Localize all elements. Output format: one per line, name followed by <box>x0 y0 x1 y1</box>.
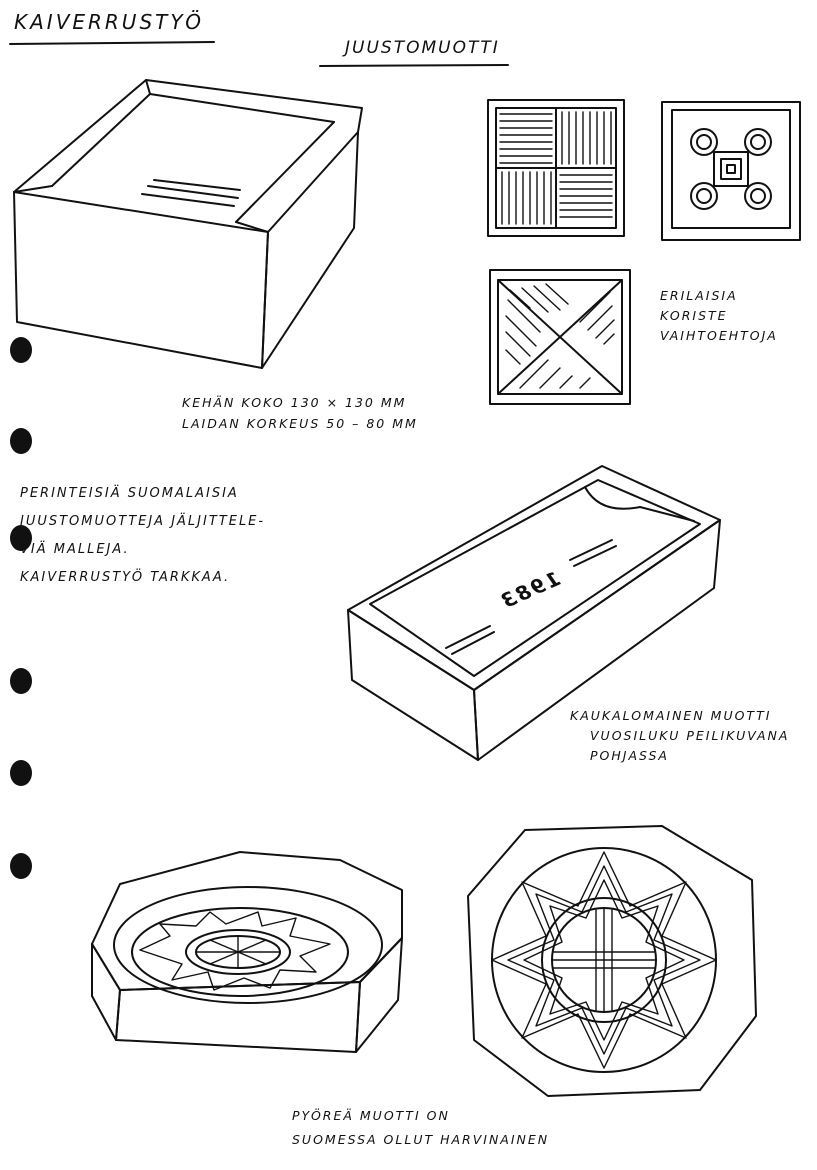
note-line: PERINTEISIÄ SUOMALAISIA <box>20 486 239 501</box>
note-line: KEHÄN KOKO 130 × 130 mm <box>182 395 407 410</box>
note-line: VAIHTOEHTOJA <box>660 328 778 343</box>
title-underline <box>9 41 509 67</box>
note-line: ERILAISIA <box>660 288 738 303</box>
binder-hole <box>10 760 32 786</box>
binder-hole <box>10 428 32 454</box>
square-frame-drawing <box>13 79 363 369</box>
binder-hole <box>10 853 32 879</box>
page-subtitle: JUUSTOMUOTTI <box>345 38 500 58</box>
note-line: POHJASSA <box>590 748 669 763</box>
trough-mold-drawing <box>347 465 721 761</box>
decor-tile-stripes <box>487 99 625 237</box>
note-line: KAUKALOMAINEN MUOTTI <box>570 708 772 723</box>
binder-hole <box>10 668 32 694</box>
decor-tile-diagonal <box>489 269 631 405</box>
note-line: VUOSILUKU PEILIKUVANA <box>590 728 790 743</box>
note-line: LAIDAN KORKEUS 50 – 80 mm <box>182 416 418 431</box>
note-line: VIÄ MALLEJA. <box>20 542 130 557</box>
note-line: KAIVERRUSTYÖ TARKKAA. <box>20 570 231 585</box>
note-line: JUUSTOMUOTTEJA JÄLJITTELE- <box>20 514 266 529</box>
trough-mold-note: KAUKALOMAINEN MUOTTI VUOSILUKU PEILIKUVA… <box>570 706 789 766</box>
decor-tile-knot <box>661 101 801 241</box>
octagon-mold-perspective <box>91 851 403 1053</box>
binder-hole <box>10 337 32 363</box>
intro-note: PERINTEISIÄ SUOMALAISIA JUUSTOMUOTTEJA J… <box>20 480 265 592</box>
note-line: SUOMESSA OLLUT HARVINAINEN <box>292 1132 550 1147</box>
binder-hole <box>10 525 32 551</box>
round-mold-note: PYÖREÄ MUOTTI ON SUOMESSA OLLUT HARVINAI… <box>292 1104 549 1152</box>
page-title: KAIVERRUSTYÖ <box>14 10 204 34</box>
note-line: KORISTE <box>660 308 728 323</box>
frame-size-note: KEHÄN KOKO 130 × 130 mm LAIDAN KORKEUS 5… <box>182 392 418 434</box>
note-line: PYÖREÄ MUOTTI ON <box>292 1108 450 1123</box>
decor-options-note: ERILAISIA KORISTE VAIHTOEHTOJA <box>660 286 778 346</box>
octagon-mold-top-view <box>467 825 757 1097</box>
